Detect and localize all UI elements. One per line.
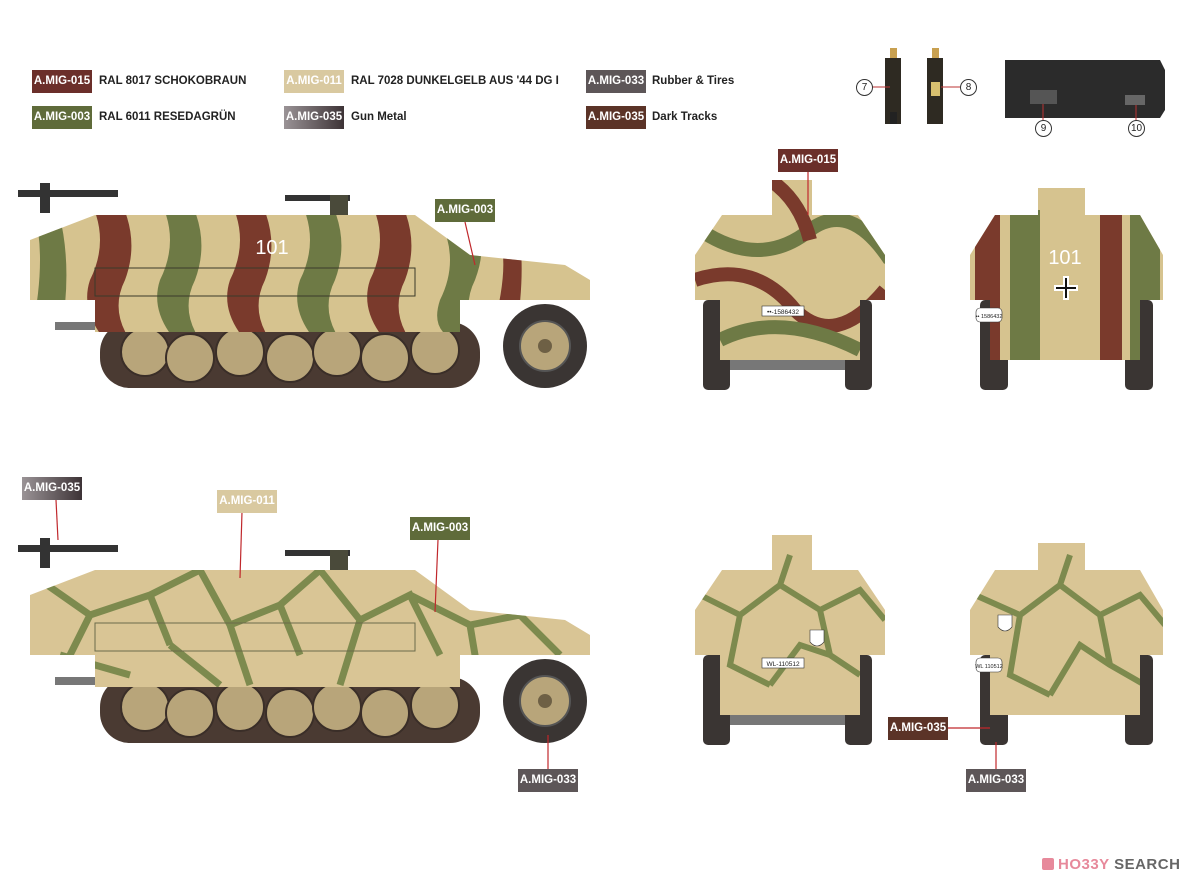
license-plate: WL-110512 [766, 661, 800, 668]
legend-label: Rubber & Tires [652, 75, 735, 87]
part-number-badge: 10 [1128, 120, 1145, 137]
callout-label: A.MIG-033 [966, 769, 1026, 792]
license-plate: •• 1586432 [976, 314, 1003, 320]
part-number-badge: 9 [1035, 120, 1052, 137]
legend-label: RAL 6011 RESEDAGRÜN [99, 111, 236, 123]
watermark-brand-a: HO33Y [1058, 856, 1110, 873]
legend-label: Dark Tracks [652, 111, 718, 123]
callout-label: A.MIG-035 [888, 717, 948, 740]
watermark: HO33Y SEARCH [1042, 856, 1180, 873]
vehicle-number: 101 [1048, 247, 1081, 269]
callout-label: A.MIG-011 [217, 490, 277, 513]
front-view-net-camo: WL-110512 [695, 535, 885, 745]
callout-leaders [55, 172, 997, 769]
front-view-tricolor: ••-1586432 [695, 180, 885, 390]
callout-label: A.MIG-035 [22, 477, 82, 500]
radio-parts [872, 48, 1165, 124]
legend-label: RAL 7028 DUNKELGELB AUS '44 DG I [351, 75, 559, 87]
legend-swatch: A.MIG-033 [586, 70, 646, 93]
part-number-badge: 7 [856, 79, 873, 96]
legend-swatch: A.MIG-011 [284, 70, 344, 93]
side-view-net-camo [17, 537, 590, 744]
callout-label: A.MIG-015 [778, 149, 838, 172]
hobby-search-logo-icon [1042, 858, 1054, 870]
balkenkreuz-icon [1054, 276, 1078, 300]
legend-label: Gun Metal [351, 111, 407, 123]
legend-label: RAL 8017 SCHOKOBRAUN [99, 75, 247, 87]
legend-swatch: A.MIG-035 [284, 106, 344, 129]
legend-swatch: A.MIG-035 [586, 106, 646, 129]
legend-swatch: A.MIG-015 [32, 70, 92, 93]
license-plate: ••-1586432 [767, 309, 799, 316]
rear-view-tricolor: 101 •• 1586432 [970, 188, 1163, 390]
watermark-brand-b: SEARCH [1109, 856, 1181, 873]
callout-label: A.MIG-003 [410, 517, 470, 540]
vehicle-number: 101 [255, 237, 288, 259]
rear-view-net-camo: WL 110512 [970, 543, 1163, 745]
part-number-badge: 8 [960, 79, 977, 96]
callout-label: A.MIG-033 [518, 769, 578, 792]
callout-label: A.MIG-003 [435, 199, 495, 222]
side-view-tricolor: 101 [17, 182, 590, 389]
legend-swatch: A.MIG-003 [32, 106, 92, 129]
license-plate: WL 110512 [975, 664, 1003, 670]
